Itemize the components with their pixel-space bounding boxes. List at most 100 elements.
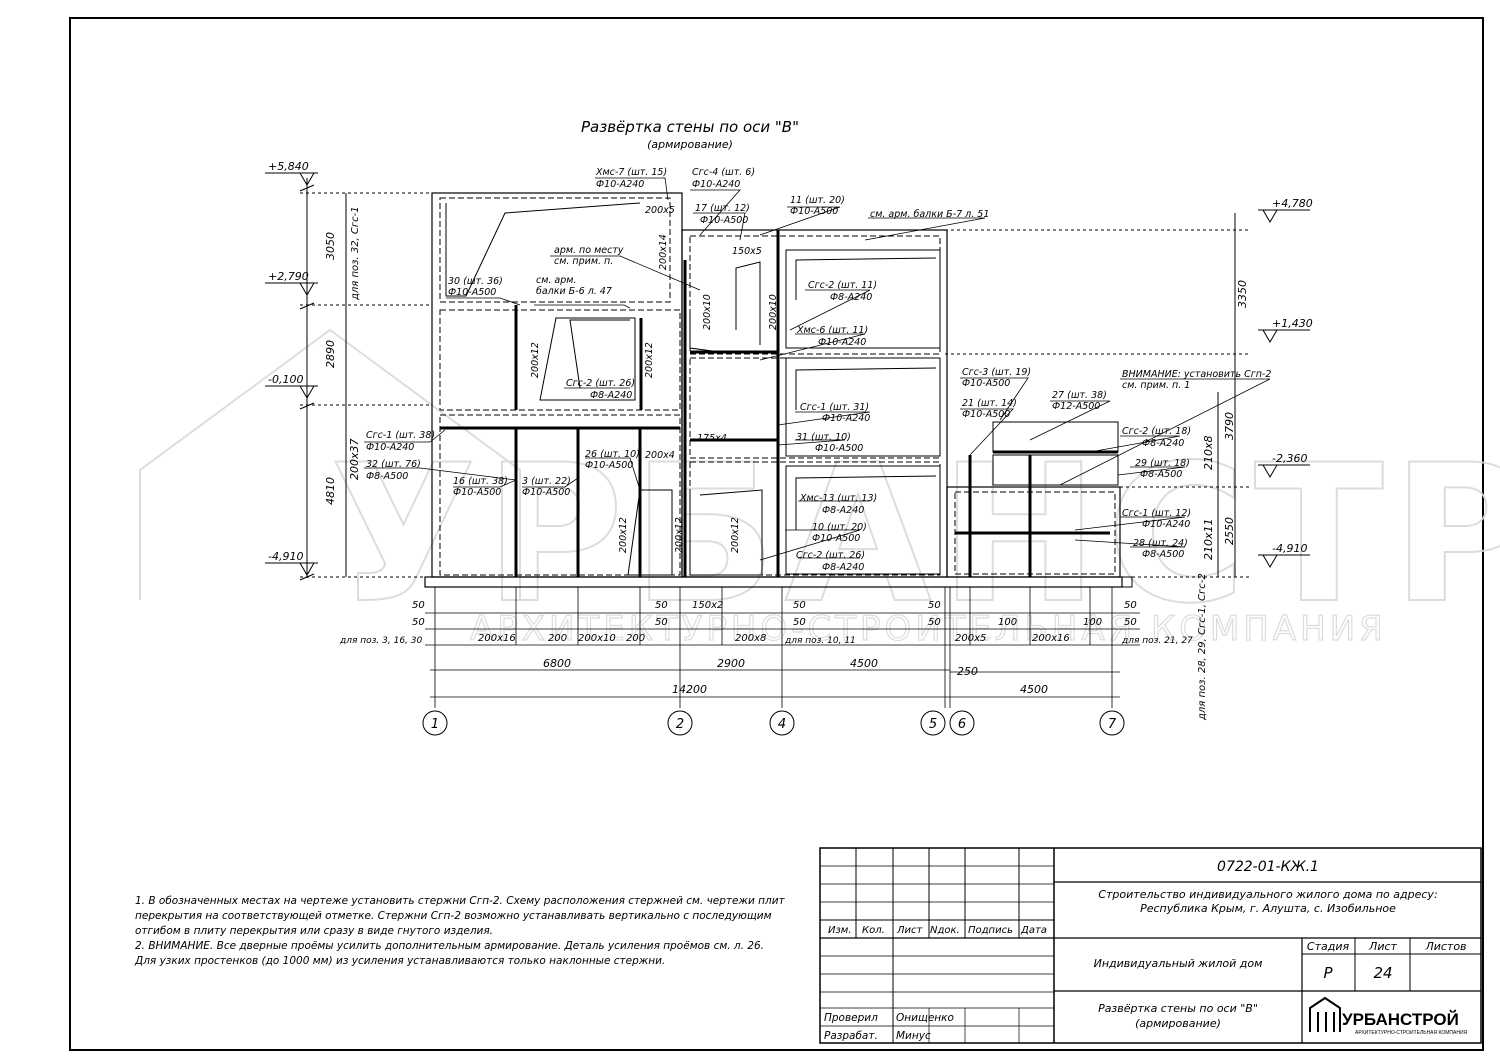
rebar-lines <box>445 202 937 576</box>
rebar-label: Сгс-3 (шт. 19) <box>962 367 1031 378</box>
elevation-label: +2,790 <box>268 270 309 283</box>
svg-text:200х10: 200х10 <box>702 294 713 330</box>
rebar-label: Ф10-А500 <box>453 487 501 498</box>
svg-text:200х10: 200х10 <box>768 294 779 330</box>
svg-text:Республика Крым, г. Алушта, с.: Республика Крым, г. Алушта, с. Изобильно… <box>1140 902 1396 915</box>
vertical-dim: 210х11 <box>1202 518 1215 560</box>
rebar-label: 16 (шт. 38) <box>453 476 508 487</box>
rebar-label: Ф10-А240 <box>366 442 414 453</box>
svg-text:Лист: Лист <box>1368 940 1397 953</box>
svg-text:2900: 2900 <box>717 657 745 670</box>
rebar-label: 28 (шт. 24) <box>1133 538 1188 549</box>
svg-text:Nдок.: Nдок. <box>930 925 960 936</box>
axis-label: 5 <box>929 717 937 732</box>
rebar-label: Хмс-6 (шт. 11) <box>796 325 868 336</box>
rebar-label: 29 (шт. 18) <box>1135 458 1190 469</box>
company-logo: УРБАНСТРОЙ АРХИТЕКТУРНО-СТРОИТЕЛЬНАЯ КОМ… <box>1309 996 1468 1036</box>
rebar-label: Ф12-А500 <box>1052 401 1100 412</box>
svg-text:Лист: Лист <box>896 925 924 936</box>
svg-text:для поз. 3, 16, 30: для поз. 3, 16, 30 <box>339 636 422 646</box>
bottom-dimension-text: 50 50 200х16 200 200х10 200 50 50 150х2 … <box>339 600 1193 696</box>
svg-text:50: 50 <box>928 617 941 628</box>
rebar-label: Ф8-А500 <box>1142 549 1184 560</box>
rebar-label: Ф8-А240 <box>822 562 864 573</box>
axis-label: 1 <box>431 717 439 732</box>
svg-text:6800: 6800 <box>543 657 571 670</box>
elevation-label: -4,910 <box>268 550 303 563</box>
rebar-label: арм. по месту <box>554 245 624 256</box>
rebar-label: Ф10-А500 <box>962 409 1010 420</box>
elevation-label: -2,360 <box>1272 452 1307 465</box>
vertical-note: для поз. 28, 29, Сгс-1, Сгс-2 <box>1197 573 1208 721</box>
rebar-label: Ф10-А500 <box>790 206 838 217</box>
note-item: 1. В обозначенных местах на чертеже уста… <box>135 895 785 937</box>
rebar-label: см. прим. п. <box>554 256 613 267</box>
svg-text:24: 24 <box>1373 964 1392 982</box>
svg-text:Онищенко: Онищенко <box>896 1012 954 1024</box>
rebar-label: Ф8-А240 <box>590 390 632 401</box>
svg-text:50: 50 <box>928 600 941 611</box>
note-item: 2. ВНИМАНИЕ. Все дверные проёмы усилить … <box>135 940 765 967</box>
svg-text:200х12: 200х12 <box>674 517 685 553</box>
axis-label: 6 <box>958 717 966 732</box>
rebar-label: Ф8-А240 <box>1142 438 1184 449</box>
vertical-dim: 2550 <box>1223 517 1236 545</box>
svg-text:100: 100 <box>998 617 1017 628</box>
svg-text:200х12: 200х12 <box>618 517 629 553</box>
rebar-label: Ф8-А500 <box>366 471 408 482</box>
rebar-label: 26 (шт. 10) <box>585 449 640 460</box>
rebar-label: Ф10-А240 <box>596 179 644 190</box>
sheet-frame <box>69 17 1484 1051</box>
svg-text:200х10: 200х10 <box>578 633 616 644</box>
svg-text:200х16: 200х16 <box>478 633 516 644</box>
elevation-label: +5,840 <box>268 160 309 173</box>
elevation-label: +1,430 <box>1272 317 1313 330</box>
rebar-label: 11 (шт. 20) <box>790 195 845 206</box>
svg-text:Строительство индивидуального: Строительство индивидуального жилого дом… <box>1098 888 1437 901</box>
rebar-label: Ф10-А500 <box>585 460 633 471</box>
logo-subtext: АРХИТЕКТУРНО-СТРОИТЕЛЬНАЯ КОМПАНИЯ <box>1355 1030 1468 1036</box>
rebar-label: Ф10-А500 <box>962 378 1010 389</box>
drawing-subtitle: (армирование) <box>647 138 733 151</box>
rebar-label: Ф10-А240 <box>1142 519 1190 530</box>
rebar-label: Ф10-А500 <box>812 533 860 544</box>
svg-text:200х12: 200х12 <box>530 342 541 378</box>
wall-outline <box>424 192 1133 588</box>
document-code: 0722-01-КЖ.1 <box>1217 859 1319 875</box>
rebar-label: Хмс-7 (шт. 15) <box>595 167 667 178</box>
svg-text:Стадия: Стадия <box>1307 940 1350 953</box>
rebar-label: 3 (шт. 22) <box>522 476 571 487</box>
svg-text:200х14: 200х14 <box>658 234 669 270</box>
rebar-label: ВНИМАНИЕ: установить Сгп-2 <box>1122 369 1271 380</box>
svg-text:Минус: Минус <box>896 1030 931 1042</box>
rebar-label: Сгс-1 (шт. 38) <box>366 430 435 441</box>
svg-text:50: 50 <box>412 600 425 611</box>
rebar-label: Ф10-А500 <box>700 215 748 226</box>
rebar-label: Ф8-А240 <box>830 292 872 303</box>
watermark-text: УРБАНСТРОЙ <box>330 423 1500 645</box>
rebar-label: 27 (шт. 38) <box>1052 390 1107 401</box>
axis-label: 7 <box>1108 717 1117 732</box>
rebar-label: 32 (шт. 76) <box>366 459 421 470</box>
svg-text:для поз. 21, 27: для поз. 21, 27 <box>1121 636 1193 646</box>
rebar-label: Ф10-А240 <box>692 179 740 190</box>
svg-text:Дата: Дата <box>1020 925 1047 936</box>
svg-text:200: 200 <box>626 633 645 644</box>
svg-text:50: 50 <box>793 600 806 611</box>
svg-text:250: 250 <box>957 665 978 678</box>
svg-text:50: 50 <box>655 617 668 628</box>
vertical-note: для поз. 32, Сгс-1 <box>350 206 361 301</box>
vertical-dim: 2890 <box>324 340 337 368</box>
svg-text:150х5: 150х5 <box>732 246 762 257</box>
rebar-bold <box>440 230 1118 577</box>
drawing-title: Развёртка стены по оси "В" <box>581 118 799 136</box>
rebar-label: 10 (шт. 20) <box>812 522 867 533</box>
rebar-label: Сгс-2 (шт. 18) <box>1122 426 1191 437</box>
svg-text:Листов: Листов <box>1424 940 1466 953</box>
svg-text:Р: Р <box>1323 964 1333 982</box>
rebar-label: балки Б-6 л. 47 <box>536 286 612 297</box>
svg-text:200х12: 200х12 <box>730 517 741 553</box>
rebar-label: Ф10-А240 <box>822 413 870 424</box>
svg-text:(армирование): (армирование) <box>1135 1017 1221 1030</box>
